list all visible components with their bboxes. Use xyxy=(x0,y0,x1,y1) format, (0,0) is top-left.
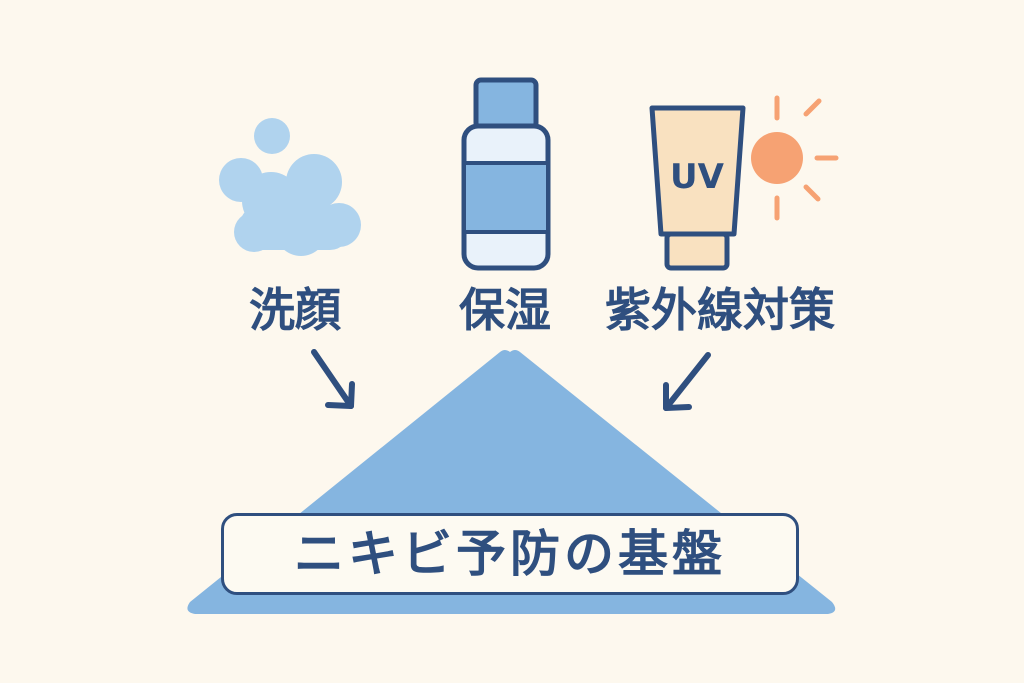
foundation-label-box: ニキビ予防の基盤 xyxy=(221,513,799,595)
arrow-down-left-icon xyxy=(663,352,711,411)
lotion-bottle-icon xyxy=(461,77,551,271)
uv-care-label: 紫外線対策 xyxy=(605,283,835,337)
foundation-label: ニキビ予防の基盤 xyxy=(294,525,726,583)
wash-label: 洗顔 xyxy=(249,283,341,337)
moisturize-label: 保湿 xyxy=(459,283,551,337)
tube-uv-text: UV xyxy=(670,157,725,197)
sunscreen-tube-icon: UV xyxy=(649,105,746,271)
sun-icon xyxy=(751,95,839,221)
foam-bubbles-icon xyxy=(219,118,361,256)
arrow-down-right-icon xyxy=(311,349,355,409)
